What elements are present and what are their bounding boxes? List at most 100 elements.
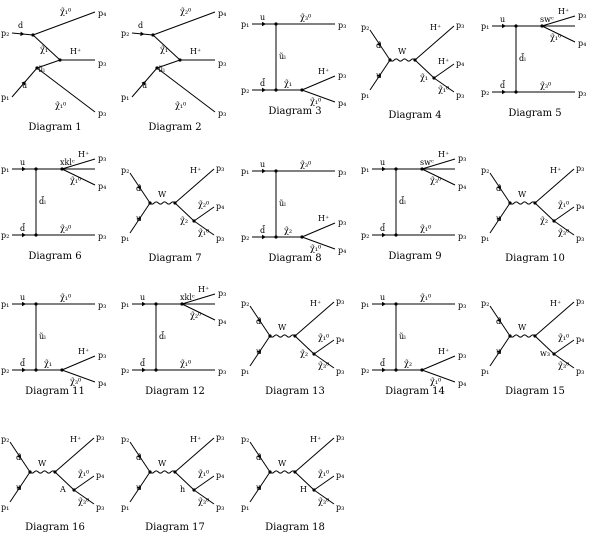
boson-propagator <box>269 470 296 474</box>
label-u: u <box>142 81 147 90</box>
label-dL: d̃ₗ <box>519 52 526 63</box>
propagator-line <box>421 158 456 170</box>
propagator-line <box>152 11 216 36</box>
label-Hplus: H⁺ <box>550 299 561 308</box>
vertex-dot <box>192 488 196 492</box>
label-p3: p₃ <box>576 164 584 173</box>
label-chi2: χ̃₂ <box>540 216 548 225</box>
label-u: u <box>136 483 141 492</box>
label-Hplus: H⁺ <box>310 299 321 308</box>
fermion-arrow <box>497 349 502 354</box>
propagator-line <box>181 303 216 321</box>
label-chi1_0: χ̃₁⁰ <box>318 333 329 342</box>
label-w3: w₃ <box>540 349 550 358</box>
vertex-dot <box>420 167 424 171</box>
label-p1: p₁ <box>481 234 489 243</box>
fermion-arrow <box>382 367 386 373</box>
vertex-dot <box>508 334 512 338</box>
label-d: d <box>496 184 501 193</box>
propagator-line <box>61 355 96 371</box>
vertex-dot <box>300 88 304 92</box>
boson-propagator <box>29 470 56 474</box>
label-chi1_0: χ̃₁⁰ <box>55 101 66 110</box>
propagator-line <box>181 293 216 305</box>
label-uL: ũₗ <box>279 199 286 208</box>
diagram-caption: Diagram 15 <box>505 386 565 397</box>
propagator-line <box>414 59 435 79</box>
label-chi1_0: χ̃₁⁰ <box>180 359 191 368</box>
label-chi3_0: χ̃₃⁰ <box>558 361 569 370</box>
label-u: u <box>260 160 265 169</box>
label-p3: p₃ <box>218 109 226 118</box>
vertex-dot <box>533 334 537 338</box>
label-chi1_0: χ̃₁⁰ <box>550 33 561 42</box>
vertex-dot <box>60 167 64 171</box>
propagator-line <box>61 168 96 186</box>
label-chi1: χ̃₁ <box>160 45 168 54</box>
label-p3: p₃ <box>338 168 346 177</box>
fermion-arrow <box>262 234 266 240</box>
propagator-line <box>32 34 61 61</box>
label-p4: p₄ <box>458 379 466 388</box>
label-p4: p₄ <box>96 471 104 480</box>
vertex-dot <box>413 58 417 62</box>
propagator-line <box>534 301 575 337</box>
label-p4: p₄ <box>576 202 584 211</box>
label-chi3_0: χ̃₃⁰ <box>318 361 329 370</box>
propagator-line <box>294 301 335 337</box>
label-p3: p₃ <box>98 154 106 163</box>
label-p3: p₃ <box>336 297 344 306</box>
label-Hplus: H⁺ <box>550 166 561 175</box>
label-W: W <box>518 190 527 199</box>
fermion-arrow <box>502 23 506 29</box>
label-p1: p₁ <box>241 20 249 29</box>
label-p1: p₁ <box>481 367 489 376</box>
propagator-line <box>193 475 215 491</box>
label-p4: p₄ <box>576 335 584 344</box>
label-uL: ũₗ <box>158 65 165 74</box>
label-chi1_0: χ̃₁⁰ <box>175 101 186 110</box>
label-Hplus: H⁺ <box>438 57 449 66</box>
label-chi1: χ̃₁ <box>44 359 52 368</box>
label-dbar: d̄ <box>20 358 26 368</box>
fermion-arrow <box>17 454 22 459</box>
fermion-arrow <box>262 87 266 93</box>
propagator-line <box>174 202 195 222</box>
propagator-line <box>156 67 216 113</box>
label-p4: p₄ <box>216 202 224 211</box>
vertex-dot <box>180 302 184 306</box>
label-p2: p₂ <box>241 435 249 444</box>
label-W: W <box>278 459 287 468</box>
label-p1: p₁ <box>361 165 369 174</box>
label-p3: p₃ <box>218 289 226 298</box>
label-chi1: χ̃₁ <box>284 79 292 88</box>
label-p4: p₄ <box>98 182 106 191</box>
propagator-line <box>313 489 335 505</box>
vertex-dot <box>192 219 196 223</box>
label-u: u <box>140 293 145 302</box>
label-p1: p₁ <box>361 300 369 309</box>
label-dL: d̃ₗ <box>399 195 406 206</box>
propagator-line <box>553 206 575 222</box>
label-Hplus: H⁺ <box>438 347 449 356</box>
label-p2: p₂ <box>241 299 249 308</box>
label-p3: p₃ <box>578 89 586 98</box>
label-Hplus: H⁺ <box>190 166 201 175</box>
label-chi1_0: χ̃₁⁰ <box>60 293 71 302</box>
label-p2: p₂ <box>121 166 129 175</box>
vertex-dot <box>72 488 76 492</box>
vertex-dot <box>312 352 316 356</box>
fermion-arrow <box>22 301 26 307</box>
label-chi2: χ̃₂ <box>284 226 292 235</box>
label-chi1_0: χ̃₁⁰ <box>198 228 209 237</box>
fermion-arrow <box>382 232 386 238</box>
label-chi3_0: χ̃₃⁰ <box>300 160 311 169</box>
label-p3: p₃ <box>576 234 584 243</box>
label-chi2: χ̃₂ <box>180 216 188 225</box>
fermion-arrow <box>20 31 25 37</box>
